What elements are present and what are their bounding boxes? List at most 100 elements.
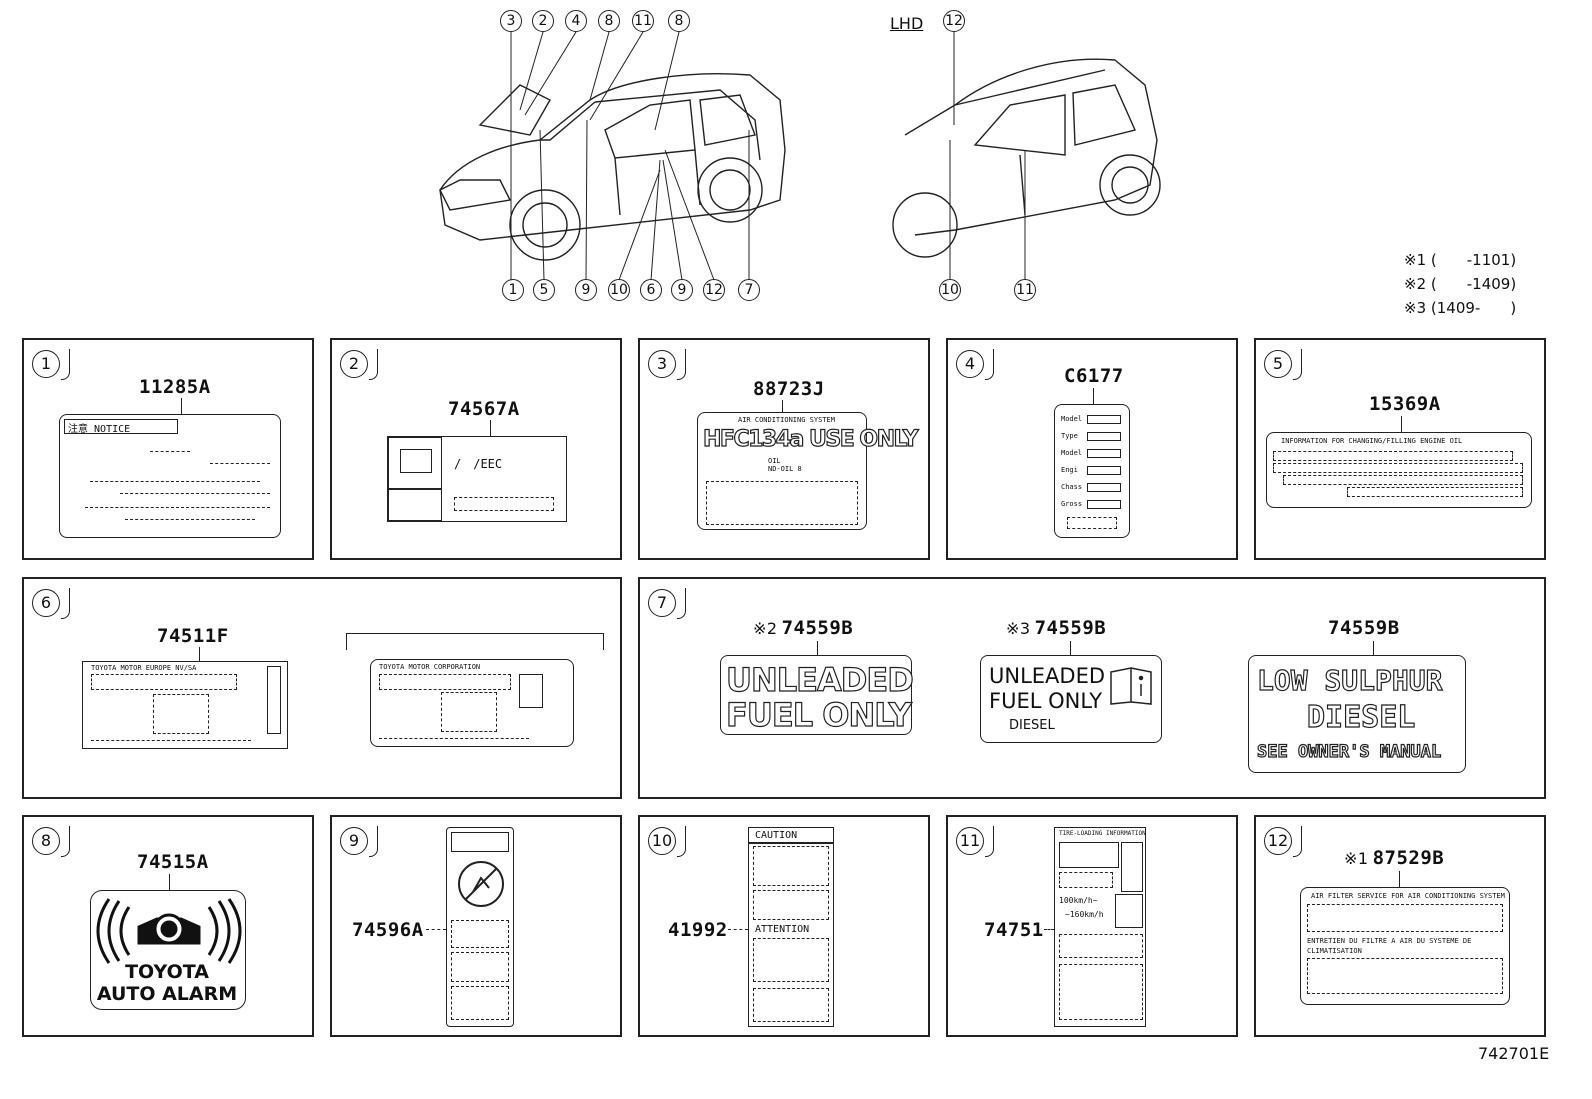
vin-plate-a-text: TOYOTA MOTOR EUROPE NV/SA — [91, 664, 197, 672]
diesel-line1: LOW SULPHUR — [1256, 663, 1443, 697]
leader-lines-left — [510, 31, 750, 281]
panel-number: 1 — [32, 349, 70, 380]
diesel-b-line3: DIESEL — [1009, 718, 1055, 733]
diesel-label: LOW SULPHUR DIESEL SEE OWNER'S MANUAL — [1248, 655, 1466, 773]
vin-row-0: Model — [1061, 415, 1083, 423]
vin-row-4: Chass — [1061, 483, 1083, 491]
ac-label-small: OIL ND-OIL 8 — [768, 457, 802, 473]
caution-label: CAUTION ATTENTION — [748, 827, 834, 1027]
note-3: ※3 (1409- ) — [1404, 299, 1517, 317]
vin-row-1: Type — [1061, 432, 1078, 440]
callout-bottom-5: 5 — [533, 279, 555, 301]
unleaded-label-b: UNLEADED FUEL ONLY DIESEL — [980, 655, 1162, 743]
caution-text: CAUTION — [755, 830, 798, 841]
note-1: ※1 ( -1101) — [1404, 251, 1517, 269]
oil-label: INFORMATION FOR CHANGING/FILLING ENGINE … — [1266, 432, 1532, 508]
callout-top-2: 2 — [532, 10, 554, 32]
airbag-label — [446, 827, 514, 1027]
panel-3: 3 88723J AIR CONDITIONING SYSTEM HFC134a… — [638, 338, 930, 560]
vin-plate-b: TOYOTA MOTOR CORPORATION — [370, 659, 574, 747]
air-filter-top: AIR FILTER SERVICE FOR AIR CONDITIONING … — [1311, 892, 1505, 900]
notice-label: 注意 NOTICE — [59, 414, 281, 538]
ac-label: AIR CONDITIONING SYSTEM HFC134a USE ONLY… — [697, 412, 919, 530]
panel-number: 2 — [340, 349, 378, 380]
unleaded-b-line1: UNLEADED — [989, 664, 1106, 688]
eec-label: / /EEC — [387, 436, 567, 522]
tire-speed-2: ~160km/h — [1065, 910, 1104, 919]
callout-bottom-1: 1 — [502, 279, 524, 301]
panel-number: 5 — [1264, 349, 1302, 380]
callout-bottom-12: 12 — [703, 279, 725, 301]
callout-top-11: 11 — [632, 10, 654, 32]
panel-number: 3 — [648, 349, 686, 380]
panel-2: 2 74567A / /EEC — [330, 338, 622, 560]
eec-text: / /EEC — [454, 457, 503, 471]
vin-plate: Model Type Model Engi Chass Gross — [1054, 404, 1130, 538]
air-filter-label: AIR FILTER SERVICE FOR AIR CONDITIONING … — [1300, 887, 1510, 1005]
callout-bottom-right-10: 10 — [939, 279, 961, 301]
callout-bottom-right-11: 11 — [1014, 279, 1036, 301]
tire-label-top: TIRE-LOADING INFORMATION — [1059, 830, 1146, 837]
vin-row-3: Engi — [1061, 466, 1078, 474]
vin-plate-b-text: TOYOTA MOTOR CORPORATION — [379, 663, 481, 671]
note-2: ※2 ( -1409) — [1404, 275, 1517, 293]
panel-number: 9 — [340, 826, 378, 857]
callout-bottom-6: 6 — [640, 279, 662, 301]
alarm-label: TOYOTA AUTO ALARM — [90, 890, 246, 1010]
panel-number: 11 — [956, 826, 994, 857]
callout-top-3: 3 — [500, 10, 522, 32]
panel-number: 7 — [648, 588, 686, 619]
ac-label-top: AIR CONDITIONING SYSTEM — [738, 416, 835, 424]
part-number: C6177 — [1064, 365, 1124, 387]
air-filter-mid: ENTRETIEN DU FILTRE A AIR DU SYSTEME DE … — [1307, 937, 1472, 955]
callout-top-4: 4 — [565, 10, 587, 32]
unleaded-a-line2: FUEL ONLY — [725, 695, 912, 734]
attention-text: ATTENTION — [755, 924, 810, 935]
tire-label: TIRE-LOADING INFORMATION 100km/h~ ~160km… — [1054, 827, 1146, 1027]
panel-number: 4 — [956, 349, 994, 380]
part-number: 15369A — [1369, 393, 1441, 415]
panel-9: 9 74596A — [330, 815, 622, 1037]
car-illustration-left — [420, 40, 800, 270]
lhd-label: LHD — [890, 14, 924, 33]
part-number: 88723J — [753, 378, 825, 400]
panel-11: 11 74751 TIRE-LOADING INFORMATION 100km/… — [946, 815, 1238, 1037]
alarm-icon — [96, 897, 242, 969]
vin-row-2: Model — [1061, 449, 1083, 457]
panel-number: 6 — [32, 588, 70, 619]
panel-number: 8 — [32, 826, 70, 857]
bracket — [346, 633, 604, 650]
part-number: 74751 — [984, 919, 1044, 941]
leader-lines-right — [949, 32, 1026, 280]
callout-top-8b: 8 — [668, 10, 690, 32]
part-number: 74567A — [448, 398, 520, 420]
part-number-c: 74559B — [1328, 617, 1400, 639]
notice-text: 注意 NOTICE — [68, 424, 131, 435]
manual-icon — [1109, 666, 1153, 710]
oil-label-top: INFORMATION FOR CHANGING/FILLING ENGINE … — [1281, 437, 1463, 445]
alarm-line2: AUTO ALARM — [96, 983, 238, 1005]
no-child-seat-icon — [455, 858, 507, 914]
callout-bottom-7: 7 — [738, 279, 760, 301]
diesel-line2: DIESEL — [1306, 699, 1416, 735]
diagram-code: 742701E — [1478, 1044, 1550, 1063]
part-number: 74511F — [157, 625, 229, 647]
panel-1: 1 11285A 注意 NOTICE — [22, 338, 314, 560]
callout-bottom-9b: 9 — [671, 279, 693, 301]
unleaded-a-line1: UNLEADED — [725, 660, 914, 699]
callout-bottom-10: 10 — [608, 279, 630, 301]
unleaded-label-a: UNLEADED FUEL ONLY — [720, 655, 914, 735]
callout-top-right-12: 12 — [943, 10, 965, 32]
vin-plate-a: TOYOTA MOTOR EUROPE NV/SA — [82, 661, 288, 749]
callout-bottom-9a: 9 — [575, 279, 597, 301]
alarm-line1: TOYOTA — [125, 961, 209, 983]
part-number: 74515A — [137, 851, 209, 873]
ac-label-big: HFC134a USE ONLY — [702, 426, 919, 452]
unleaded-b-line2: FUEL ONLY — [989, 689, 1103, 713]
car-illustration-right — [892, 45, 1195, 265]
